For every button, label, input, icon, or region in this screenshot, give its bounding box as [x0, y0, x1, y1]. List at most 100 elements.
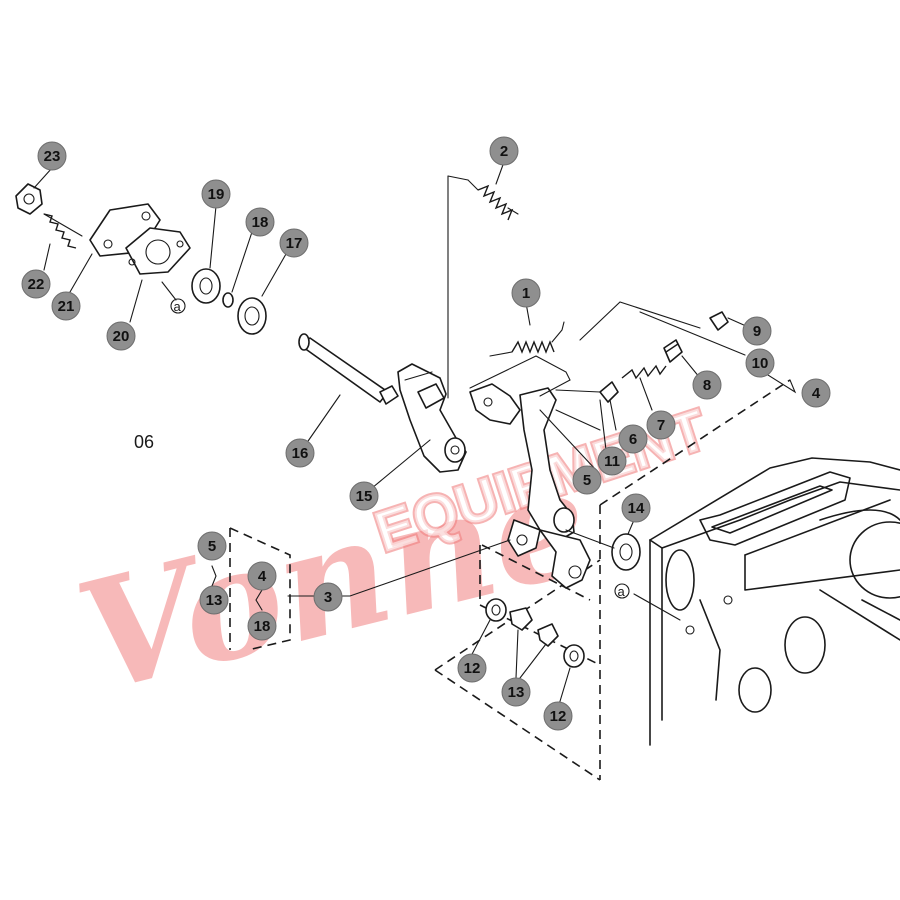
callout-4: 4 [247, 561, 277, 591]
callout-bubble [489, 136, 519, 166]
callout-label: 5 [208, 538, 216, 555]
callout-label: 9 [753, 323, 761, 340]
callout-label: 15 [356, 488, 373, 505]
callout-7: 7 [646, 410, 676, 440]
governor-fork-lever-15 [397, 363, 467, 473]
callout-bubble [801, 378, 831, 408]
callout-12: 12 [543, 701, 573, 731]
callout-bubble [313, 582, 343, 612]
callout-17: 17 [279, 228, 309, 258]
callout-8: 8 [692, 370, 722, 400]
callout-15: 15 [349, 481, 379, 511]
leader-lines [33, 161, 797, 709]
spring-1 [489, 321, 565, 357]
callout-1: 1 [511, 278, 541, 308]
callout-bubble [543, 701, 573, 731]
callout-13: 13 [199, 585, 229, 615]
callout-label: 8 [703, 377, 711, 394]
lower-parts-12-13 [485, 598, 585, 668]
callout-label: 20 [113, 328, 130, 345]
reference-mark-lower: a [614, 583, 630, 599]
reference-marks: a a [170, 298, 630, 599]
callout-6: 6 [618, 424, 648, 454]
callout-label: 4 [812, 385, 821, 402]
callout-bubble [51, 291, 81, 321]
callout-14: 14 [621, 493, 651, 523]
callout-bubble [501, 677, 531, 707]
callout-3: 3 [313, 582, 343, 612]
callout-label: 16 [292, 445, 309, 462]
callout-18: 18 [245, 207, 275, 237]
callout-21: 21 [51, 291, 81, 321]
callout-4: 4 [801, 378, 831, 408]
callout-label: 13 [206, 592, 223, 609]
svg-text:a: a [618, 584, 626, 599]
callout-label: 14 [628, 500, 645, 517]
spring-2 [447, 175, 519, 399]
reference-mark-upper: a [170, 298, 186, 314]
callout-bubble [511, 278, 541, 308]
callout-9: 9 [742, 316, 772, 346]
callout-bubble [285, 438, 315, 468]
callout-label: 17 [286, 235, 303, 252]
callout-label: 13 [508, 684, 525, 701]
callout-bubble [621, 493, 651, 523]
callout-bubble [21, 269, 51, 299]
callout-bubble [646, 410, 676, 440]
callout-bubble [597, 446, 627, 476]
callout-2: 2 [489, 136, 519, 166]
callout-label: 21 [58, 298, 75, 315]
callout-bubble [457, 653, 487, 683]
callout-10: 10 [745, 348, 775, 378]
callout-bubble [245, 207, 275, 237]
callout-16: 16 [285, 438, 315, 468]
engine-block [649, 457, 900, 746]
callout-label: 12 [464, 660, 481, 677]
callout-label: 1 [522, 285, 530, 302]
callout-22: 22 [21, 269, 51, 299]
callout-18: 18 [247, 611, 277, 641]
callout-label: 2 [500, 143, 508, 160]
callout-bubble [106, 321, 136, 351]
callout-bubble [349, 481, 379, 511]
callouts: 1234455678910111212131314151617181819202… [21, 136, 831, 731]
callout-label: 22 [28, 276, 45, 293]
control-lever-assembly [469, 355, 591, 589]
callout-label: 10 [752, 355, 769, 372]
callout-bubble [692, 370, 722, 400]
callout-label: 4 [258, 568, 267, 585]
callout-bubble [618, 424, 648, 454]
callout-bubble [247, 611, 277, 641]
callout-label: 18 [254, 618, 271, 635]
bearing-14 [565, 529, 681, 621]
callout-bubble [279, 228, 309, 258]
callout-label: 5 [583, 472, 591, 489]
callout-label: 23 [44, 148, 61, 165]
callout-label: 18 [252, 214, 269, 231]
shaft-16 [298, 333, 399, 405]
callout-bubble [197, 531, 227, 561]
figure-code: 06 [134, 432, 154, 452]
callout-label: 7 [657, 417, 665, 434]
upper-left-parts [15, 183, 267, 335]
small-parts-right [555, 301, 729, 431]
callout-20: 20 [106, 321, 136, 351]
callout-bubble [745, 348, 775, 378]
callout-5: 5 [197, 531, 227, 561]
callout-bubble [572, 465, 602, 495]
callout-bubble [201, 179, 231, 209]
callout-12: 12 [457, 653, 487, 683]
callout-23: 23 [37, 141, 67, 171]
callout-label: 6 [629, 431, 637, 448]
svg-text:a: a [174, 299, 182, 314]
callout-5: 5 [572, 465, 602, 495]
callout-bubble [247, 561, 277, 591]
callout-label: 19 [208, 186, 225, 203]
callout-13: 13 [501, 677, 531, 707]
callout-19: 19 [201, 179, 231, 209]
callout-bubble [37, 141, 67, 171]
callout-label: 12 [550, 708, 567, 725]
callout-label: 3 [324, 589, 332, 606]
callout-bubble [742, 316, 772, 346]
